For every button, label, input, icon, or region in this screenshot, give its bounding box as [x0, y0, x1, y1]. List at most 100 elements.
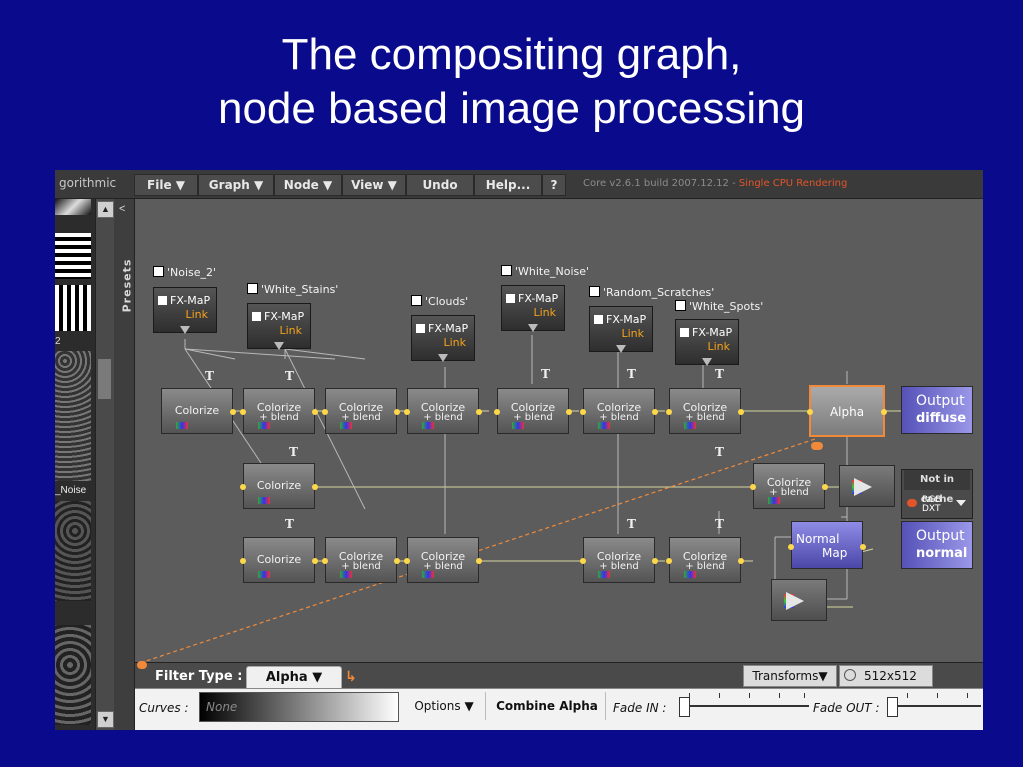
node-colorize[interactable]: Colorize	[240, 463, 318, 509]
filter-action-icon[interactable]: ↳	[345, 669, 357, 685]
menu-node[interactable]: Node ▼	[274, 174, 342, 196]
menu-undo[interactable]: Undo	[406, 174, 474, 196]
node-colorize-blend[interactable]: Colorize+ blend	[404, 537, 482, 583]
node-sublabel: + blend	[769, 487, 809, 498]
node-switch[interactable]	[771, 579, 827, 621]
thumb-noise-dark[interactable]	[55, 351, 91, 481]
scroll-up-icon[interactable]: ▲	[97, 201, 114, 218]
fade-out-knob[interactable]	[887, 697, 898, 717]
thumb-gradient[interactable]	[55, 199, 91, 215]
node-colorize-blend[interactable]: Colorize+ blend	[580, 388, 658, 434]
presets-panel[interactable]: < Presets	[114, 199, 135, 730]
eye-icon[interactable]	[811, 442, 823, 450]
transforms-select[interactable]: Transforms▼	[743, 665, 837, 687]
thumb-noise-label: _Noise	[55, 485, 87, 496]
node-label: Colorize	[766, 476, 812, 489]
fx-link: Link	[443, 336, 466, 349]
output-label: Output	[916, 393, 965, 409]
cache-format-2: DXT	[922, 504, 941, 514]
curves-label: Curves :	[139, 701, 189, 715]
thumb-vstripes[interactable]	[55, 285, 91, 331]
collapse-arrow-icon[interactable]: <	[119, 203, 126, 215]
node-label: Colorize	[420, 550, 466, 563]
fade-in-knob[interactable]	[679, 697, 690, 717]
scroll-thumb[interactable]	[98, 359, 111, 399]
fade-out-slider[interactable]	[887, 693, 981, 719]
fx-title: FX-MaP	[606, 313, 647, 326]
thumbnail-scrollbar[interactable]: ▲ ▼	[95, 199, 114, 730]
node-colorize-blend[interactable]: Colorize+ blend	[750, 463, 828, 509]
cache-dropdown-icon[interactable]	[956, 500, 966, 506]
preset-thumbnails: 2 _Noise	[55, 199, 95, 730]
filter-bar: Filter Type : Alpha ▼ ↳ Transforms▼ 512x…	[135, 661, 983, 690]
fx-link: Link	[185, 308, 208, 321]
fx-label-white-noise: 'White_Noise'	[501, 265, 589, 278]
node-colorize-blend[interactable]: Colorize+ blend	[666, 388, 744, 434]
node-label: Colorize	[596, 550, 642, 563]
filter-type-select[interactable]: Alpha ▼	[246, 666, 342, 690]
node-sublabel: + blend	[341, 412, 381, 423]
node-sublabel: + blend	[341, 561, 381, 572]
node-sublabel: + blend	[685, 412, 725, 423]
fx-label-white-spots: 'White_Spots'	[675, 300, 763, 313]
fx-label-random-scratches: 'Random_Scratches'	[589, 286, 714, 299]
node-switch[interactable]	[839, 465, 895, 507]
node-colorize-blend[interactable]: Colorize+ blend	[404, 388, 482, 434]
options-button[interactable]: Options ▼	[403, 692, 486, 720]
fx-label-text: 'Random_Scratches'	[603, 286, 715, 299]
t-label: T	[715, 445, 724, 459]
menubar: gorithmic File ▼ Graph ▼ Node ▼ View ▼ U…	[55, 170, 983, 199]
combine-alpha-button[interactable]: Combine Alpha	[489, 692, 606, 720]
fx-link: Link	[279, 324, 302, 337]
t-label: T	[205, 369, 214, 383]
fx-title: FX-MaP	[170, 294, 211, 307]
menu-help[interactable]: Help...	[474, 174, 542, 196]
menu-graph[interactable]: Graph ▼	[198, 174, 274, 196]
node-colorize[interactable]: Colorize	[240, 537, 318, 583]
node-sublabel: + blend	[259, 412, 299, 423]
node-colorize-blend[interactable]: Colorize+ blend	[666, 537, 744, 583]
menu-file[interactable]: File ▼	[134, 174, 198, 196]
t-label: T	[715, 367, 724, 381]
node-label: Colorize	[682, 401, 728, 414]
node-colorize[interactable]: Colorize	[161, 388, 236, 434]
node-colorize-blend[interactable]: Colorize+ blend	[580, 537, 658, 583]
scroll-down-icon[interactable]: ▼	[97, 711, 114, 728]
fx-link: Link	[533, 306, 556, 319]
thumb-noise-2[interactable]	[55, 501, 91, 601]
node-alpha[interactable]: Alpha	[807, 385, 887, 437]
resolution-select[interactable]: 512x512	[839, 665, 933, 687]
menu-question[interactable]: ?	[542, 174, 566, 196]
node-colorize-blend[interactable]: Colorize+ blend	[494, 388, 572, 434]
node-label: Colorize	[596, 401, 642, 414]
node-colorize-blend[interactable]: Colorize+ blend	[322, 537, 400, 583]
curves-gradient[interactable]: None	[199, 692, 399, 722]
menu-view[interactable]: View ▼	[342, 174, 406, 196]
t-label: T	[289, 445, 298, 459]
node-sublabel: + blend	[685, 561, 725, 572]
node-label: Colorize	[174, 404, 220, 417]
thumb-noise-3[interactable]	[55, 625, 91, 725]
t-label: T	[627, 367, 636, 381]
params-bar: Curves : None Options ▼ Combine Alpha Fa…	[135, 688, 983, 730]
fx-label-text: 'White_Noise'	[515, 265, 590, 278]
node-colorize-blend[interactable]: Colorize+ blend	[240, 388, 318, 434]
node-colorize-blend[interactable]: Colorize+ blend	[322, 388, 400, 434]
t-label: T	[285, 369, 294, 383]
thumb-hstripes[interactable]	[55, 233, 91, 279]
core-version: Core v2.6.1 build 2007.12.12 - Single CP…	[583, 178, 847, 189]
cache-eye-icon[interactable]	[907, 499, 917, 507]
link-handle-icon[interactable]	[137, 661, 147, 669]
fade-in-slider[interactable]	[679, 693, 809, 719]
